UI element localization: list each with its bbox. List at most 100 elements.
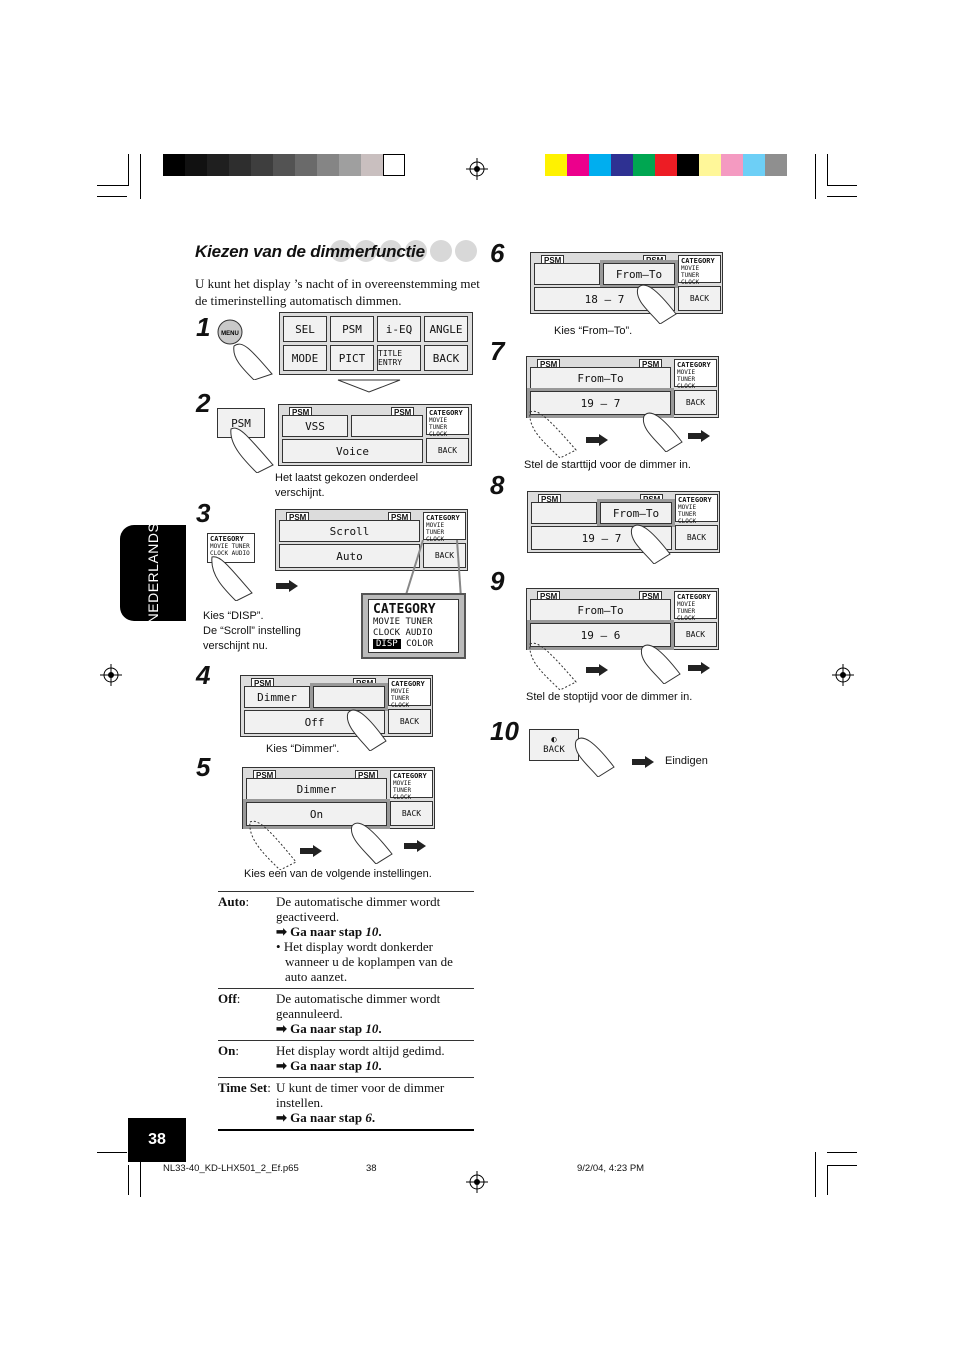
voice-item[interactable]: Voice <box>282 439 423 463</box>
back-button[interactable]: BACK <box>675 525 718 550</box>
finger-press-icon: MENU <box>217 319 273 380</box>
step-caption: Kies “DISP”. De “Scroll” instelling vers… <box>203 610 301 652</box>
arrow-right-icon <box>688 430 710 442</box>
registration-mark-icon <box>466 1171 488 1193</box>
step-number: 5 <box>196 752 211 782</box>
callout-lines <box>405 540 462 599</box>
color-swatch-6 <box>295 154 317 176</box>
vss-item[interactable]: VSS <box>282 415 348 437</box>
section-heading: Kiezen van de dimmerfunctie <box>195 242 425 261</box>
arrow-right-icon <box>276 580 298 592</box>
item-slot[interactable] <box>531 502 597 524</box>
from-to-item[interactable]: From–To <box>597 499 675 527</box>
time-range[interactable]: 19 – 7 <box>527 388 674 418</box>
color-swatch-2 <box>207 154 229 176</box>
crop-mark <box>97 1152 127 1153</box>
dimmer-item[interactable]: Dimmer <box>244 686 310 708</box>
color-swatch-7 <box>699 154 721 176</box>
language-tab: NEDERLANDS <box>120 523 186 623</box>
color-option[interactable]: COLOR <box>406 639 434 649</box>
from-to-item[interactable]: From–To <box>530 367 671 389</box>
color-swatch-8 <box>339 154 361 176</box>
step-caption: Kies een van de volgende instellingen. <box>244 868 432 880</box>
crop-mark <box>128 154 129 186</box>
crop-mark <box>827 196 857 197</box>
crop-mark <box>140 1152 141 1197</box>
back-button[interactable]: BACK <box>390 801 433 826</box>
item-slot[interactable] <box>534 263 600 285</box>
color-swatch-9 <box>361 154 383 176</box>
back-button[interactable]: BACK <box>674 390 717 415</box>
from-to-item[interactable]: From–To <box>600 260 678 288</box>
psm-key[interactable]: PSM <box>217 408 265 438</box>
back-button[interactable]: BACK <box>426 438 469 463</box>
finger-press-icon <box>574 737 615 777</box>
crop-mark <box>827 185 857 186</box>
dimmer-icon: ◐ <box>551 735 557 745</box>
finger-press-icon <box>211 556 253 601</box>
crop-mark <box>827 1152 857 1153</box>
step-number: 6 <box>490 238 505 268</box>
psm-button[interactable]: PSM <box>330 316 374 342</box>
step-number: 7 <box>490 336 505 366</box>
color-swatch-1 <box>567 154 589 176</box>
registration-mark-icon <box>100 664 122 686</box>
sel-button[interactable]: SEL <box>283 316 327 342</box>
step-number: 2 <box>196 388 211 418</box>
disp-option[interactable]: DISP <box>373 639 401 649</box>
color-swatch-4 <box>633 154 655 176</box>
step-caption: Stel de starttijd voor de dimmer in. <box>524 459 691 471</box>
color-swatch-10 <box>765 154 787 176</box>
crop-mark <box>815 1152 816 1197</box>
back-button[interactable]: BACK <box>674 622 717 647</box>
finger-press-icon <box>346 709 387 751</box>
auto-item[interactable]: Auto <box>279 544 420 568</box>
item-slot[interactable] <box>351 415 423 437</box>
crop-mark <box>827 154 828 186</box>
on-item[interactable]: On <box>243 799 390 829</box>
page-number: 38 <box>128 1118 186 1162</box>
dimmer-select[interactable] <box>310 683 388 711</box>
ieq-button[interactable]: i-EQ <box>377 316 421 342</box>
color-swatch-8 <box>721 154 743 176</box>
crop-mark <box>140 154 141 199</box>
color-swatch-0 <box>545 154 567 176</box>
crop-mark <box>97 185 129 186</box>
menu-screen: SEL PSM i-EQ ANGLE MODE PICT TITLE ENTRY… <box>279 312 473 375</box>
back-button[interactable]: BACK <box>424 345 468 371</box>
back-button[interactable]: BACK <box>678 286 721 311</box>
finger-press-icon <box>529 410 577 458</box>
crop-mark <box>97 196 127 197</box>
angle-button[interactable]: ANGLE <box>424 316 468 342</box>
pict-button[interactable]: PICT <box>330 345 374 371</box>
from-to-item[interactable]: From–To <box>530 599 671 621</box>
dimmer-item[interactable]: Dimmer <box>246 778 387 800</box>
option-row: Time Set: U kunt de timer voor de dimmer… <box>218 1077 474 1130</box>
title-entry-button[interactable]: TITLE ENTRY <box>377 345 421 371</box>
option-row: Off: De automatische dimmer wordt geannu… <box>218 988 474 1041</box>
back-button[interactable]: ◐ BACK <box>529 729 579 761</box>
scroll-item[interactable]: Scroll <box>279 520 420 542</box>
mode-button[interactable]: MODE <box>283 345 327 371</box>
time-range[interactable]: 19 – 6 <box>527 620 674 650</box>
option-row: On: Het display wordt altijd gedimd. ➡ G… <box>218 1040 474 1078</box>
back-button[interactable]: BACK <box>388 709 431 734</box>
color-swatch-0 <box>163 154 185 176</box>
color-swatch-5 <box>655 154 677 176</box>
step-number: 1 <box>196 312 211 342</box>
arrow-right-icon <box>632 756 654 768</box>
